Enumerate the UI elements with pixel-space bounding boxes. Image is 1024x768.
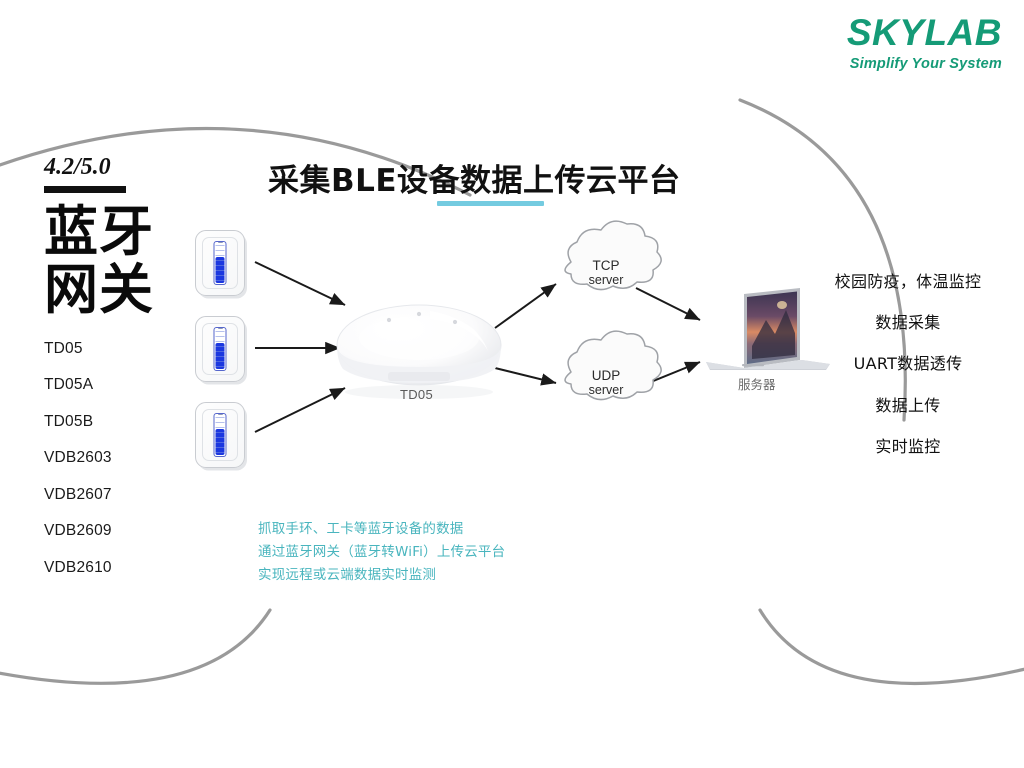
- brand-name: SKYLAB: [846, 12, 1002, 53]
- ble-thermometer-1: [195, 230, 245, 296]
- list-item: TD05B: [44, 412, 94, 430]
- tcp-cloud-line1: TCP: [592, 258, 620, 273]
- link-gateway-udp: [494, 367, 557, 386]
- brand-logo: SKYLAB Simplify Your System: [847, 14, 1002, 72]
- list-item: 数据上传: [875, 395, 941, 415]
- link-gateway-tcp: [494, 283, 557, 329]
- caption-line: 实现远程或云端数据实时监测: [258, 567, 437, 584]
- thermometer-icon: [213, 327, 227, 371]
- product-model-list: TD05 TD05A TD05B VDB2603 VDB2607 VDB2609…: [44, 341, 214, 576]
- list-item: 数据采集: [875, 313, 941, 333]
- list-item: VDB2610: [44, 558, 112, 576]
- version-underline-bar: [44, 186, 126, 193]
- panel-heading-line2: 网关: [44, 257, 154, 321]
- caption-line: 通过蓝牙网关（蓝牙转WiFi）上传云平台: [258, 544, 506, 561]
- link-sensor1-gateway: [254, 261, 346, 306]
- udp-server-cloud: [564, 330, 662, 401]
- tcp-cloud-label: TCP server: [566, 258, 646, 287]
- thermometer-icon: [213, 413, 227, 457]
- title-accent-underline: [437, 201, 544, 206]
- list-item: 实时监控: [875, 436, 941, 456]
- list-item: VDB2609: [44, 522, 112, 540]
- page-title: 采集BLE设备数据上传云平台: [268, 163, 681, 199]
- panel-heading-line1: 蓝牙: [44, 200, 154, 263]
- list-item: TD05A: [44, 376, 94, 394]
- list-item: TD05: [44, 339, 83, 357]
- thermometer-icon: [213, 241, 227, 285]
- left-product-panel: 4.2/5.0 蓝牙 网关 TD05 TD05A TD05B VDB2603 V…: [44, 155, 214, 596]
- link-tcp-server: [635, 287, 701, 321]
- tcp-cloud-line2: server: [588, 273, 624, 288]
- bluetooth-version-label: 4.2/5.0: [44, 154, 111, 180]
- list-item: VDB2607: [44, 485, 112, 503]
- ble-gateway-device: [336, 304, 502, 399]
- tcp-server-cloud: [564, 220, 662, 291]
- brand-tagline: Simplify Your System: [849, 56, 1002, 72]
- caption-line: 抓取手环、工卡等蓝牙设备的数据: [258, 521, 464, 537]
- list-item: VDB2603: [44, 449, 112, 467]
- ble-thermometer-2: [195, 316, 245, 382]
- list-item: UART数据透传: [853, 354, 963, 374]
- udp-cloud-label: UDP server: [566, 368, 646, 397]
- udp-cloud-line1: UDP: [591, 368, 621, 383]
- server-laptop: [706, 288, 830, 370]
- ble-thermometer-3: [195, 402, 245, 468]
- list-item: 校园防疫，体温监控: [834, 272, 982, 291]
- udp-cloud-line2: server: [588, 383, 624, 398]
- caption-block: 抓取手环、工卡等蓝牙设备的数据 通过蓝牙网关（蓝牙转WiFi）上传云平台 实现远…: [258, 518, 505, 588]
- feature-list: 校园防疫，体温监控 数据采集 UART数据透传 数据上传 实时监控: [800, 272, 1016, 478]
- gateway-label: TD05: [400, 387, 433, 402]
- link-sensor3-gateway: [254, 387, 346, 433]
- panel-heading: 蓝牙 网关: [44, 203, 214, 319]
- server-label: 服务器: [738, 377, 776, 392]
